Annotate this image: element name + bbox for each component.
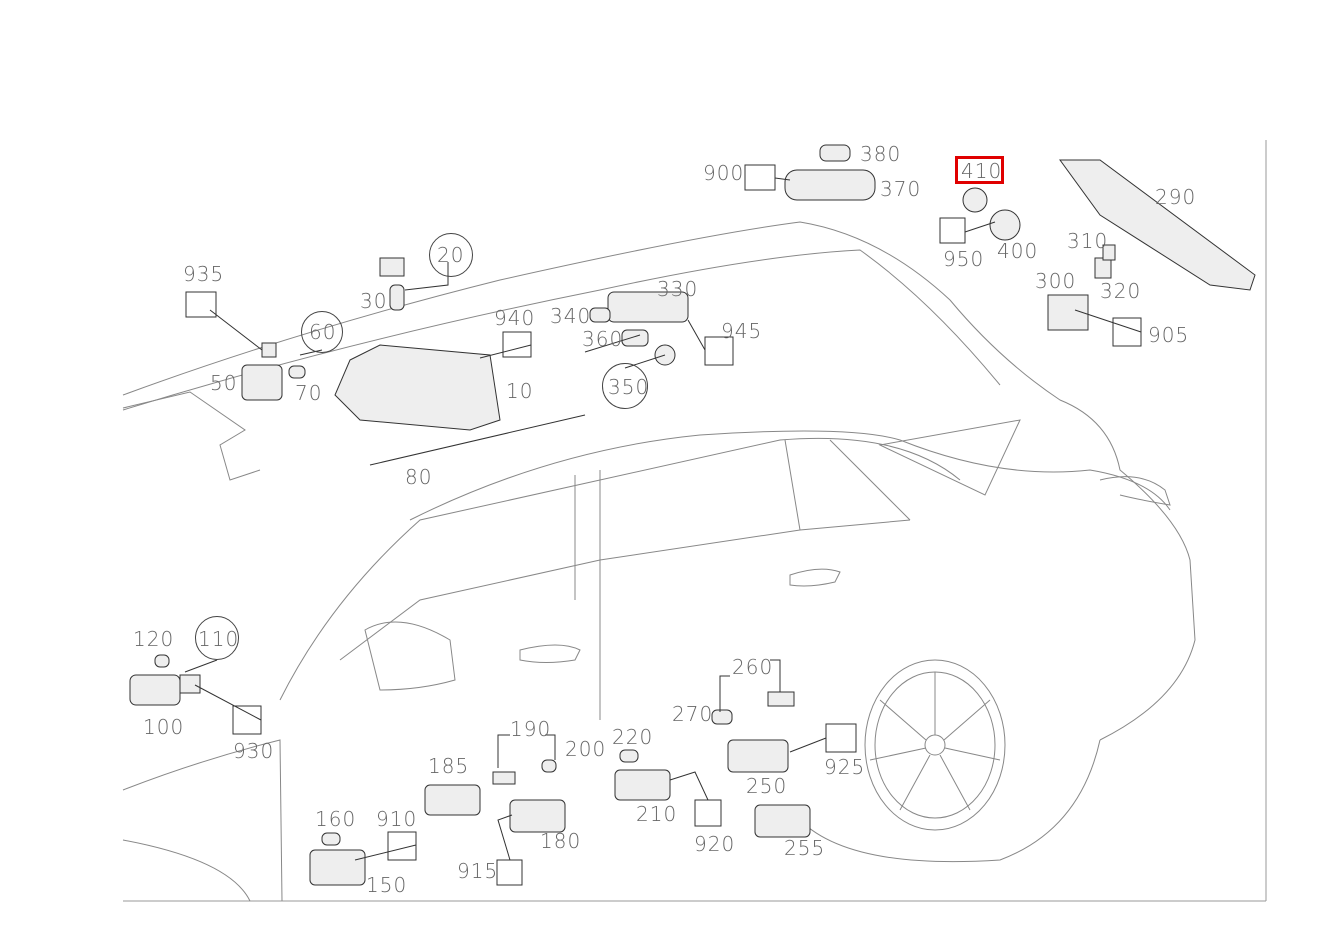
part-label-950[interactable]: 950: [943, 247, 985, 271]
part-label-70[interactable]: 70: [295, 381, 323, 405]
part-label-945[interactable]: 945: [721, 319, 763, 343]
part-label-180[interactable]: 180: [540, 829, 582, 853]
part-label-110[interactable]: 110: [198, 627, 240, 651]
part-label-935[interactable]: 935: [183, 262, 225, 286]
part-label-330[interactable]: 330: [657, 277, 699, 301]
circle-marker-110: [195, 616, 239, 660]
part-label-220[interactable]: 220: [612, 725, 654, 749]
part-label-120[interactable]: 120: [133, 627, 175, 651]
part-label-260[interactable]: 260: [732, 655, 774, 679]
part-label-100[interactable]: 100: [143, 715, 185, 739]
part-label-300[interactable]: 300: [1035, 269, 1077, 293]
part-label-905[interactable]: 905: [1148, 323, 1190, 347]
part-label-915[interactable]: 915: [457, 859, 499, 883]
part-label-150[interactable]: 150: [366, 873, 408, 897]
part-label-310[interactable]: 310: [1067, 229, 1109, 253]
circle-marker-350: [602, 363, 648, 409]
part-label-200[interactable]: 200: [565, 737, 607, 761]
part-label-50[interactable]: 50: [210, 371, 238, 395]
part-label-160[interactable]: 160: [315, 807, 357, 831]
part-label-20[interactable]: 20: [437, 243, 465, 267]
part-label-185[interactable]: 185: [428, 754, 470, 778]
part-label-255[interactable]: 255: [784, 836, 826, 860]
part-label-190[interactable]: 190: [510, 717, 552, 741]
roof-line: [122, 221, 1196, 741]
circle-marker-20: [429, 233, 473, 277]
part-label-250[interactable]: 250: [746, 774, 788, 798]
part-label-910[interactable]: 910: [376, 807, 418, 831]
highlight-box-410: [955, 156, 1004, 184]
part-label-920[interactable]: 920: [694, 832, 736, 856]
part-label-940[interactable]: 940: [494, 306, 536, 330]
part-label-350[interactable]: 350: [608, 375, 650, 399]
part-label-340[interactable]: 340: [550, 304, 592, 328]
part-label-320[interactable]: 320: [1100, 279, 1142, 303]
part-label-400[interactable]: 400: [997, 239, 1039, 263]
part-label-410[interactable]: 410: [961, 159, 1003, 183]
part-label-30[interactable]: 30: [360, 289, 388, 313]
part-label-360[interactable]: 360: [582, 327, 624, 351]
parts-group: [129, 144, 1256, 886]
part-label-925[interactable]: 925: [824, 755, 866, 779]
part-label-210[interactable]: 210: [636, 802, 678, 826]
part-label-270[interactable]: 270: [672, 702, 714, 726]
part-label-370[interactable]: 370: [880, 177, 922, 201]
part-label-290[interactable]: 290: [1155, 185, 1197, 209]
part-label-10[interactable]: 10: [506, 379, 534, 403]
part-label-60[interactable]: 60: [309, 320, 337, 344]
part-label-930[interactable]: 930: [233, 739, 275, 763]
leader-lines: [184, 177, 1142, 861]
part-label-900[interactable]: 900: [703, 161, 745, 185]
circle-marker-60: [301, 311, 343, 353]
part-label-380[interactable]: 380: [860, 142, 902, 166]
part-label-80[interactable]: 80: [405, 465, 433, 489]
connector-symbols: [185, 164, 1142, 886]
